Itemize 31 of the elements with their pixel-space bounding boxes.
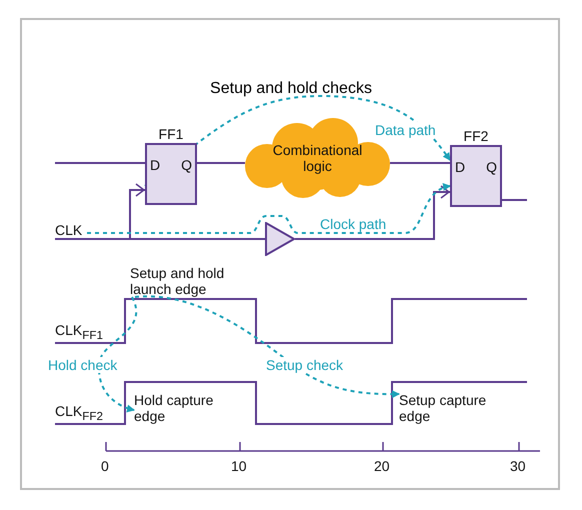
pin-label: Q (181, 157, 192, 173)
dashed-arrow (87, 184, 451, 234)
edge-label: Setup check (266, 357, 344, 373)
dashed-arrow (134, 295, 400, 398)
edge-label: Data path (375, 122, 436, 138)
pin-label: D (455, 159, 466, 175)
wire (55, 162, 145, 164)
tick-label: 0 (101, 458, 109, 474)
edge-annotation: Setup and hold launch edge (130, 265, 260, 297)
flip-flop-label: FF2 (462, 128, 490, 144)
clock-wire (55, 183, 145, 240)
signal-label: CLK$_{FF2}$ (55, 403, 103, 425)
signal-label: CLK$_{FF1}$ (55, 322, 103, 344)
tick-label: 20 (374, 458, 390, 474)
pin-label: Q (486, 159, 497, 175)
flip-flop-label: FF1 (158, 126, 184, 142)
wire (197, 162, 245, 164)
edge-annotation: Hold capture edge (134, 392, 224, 424)
clock-wire (295, 185, 450, 240)
tick-label: 30 (510, 458, 526, 474)
signal-label: CLK (55, 222, 87, 239)
edge-label: Clock path (320, 216, 386, 232)
edge-label: Hold check (48, 357, 118, 373)
pin-label: D (150, 157, 160, 173)
tick-label: 10 (231, 458, 247, 474)
diagram-title: Setup and hold checks (209, 80, 373, 98)
wire (502, 199, 527, 201)
dashed-arrow (98, 296, 138, 412)
wire (390, 162, 450, 164)
cloud-label: Combinational logic (272, 142, 364, 174)
edge-annotation: Setup capture edge (399, 392, 499, 424)
